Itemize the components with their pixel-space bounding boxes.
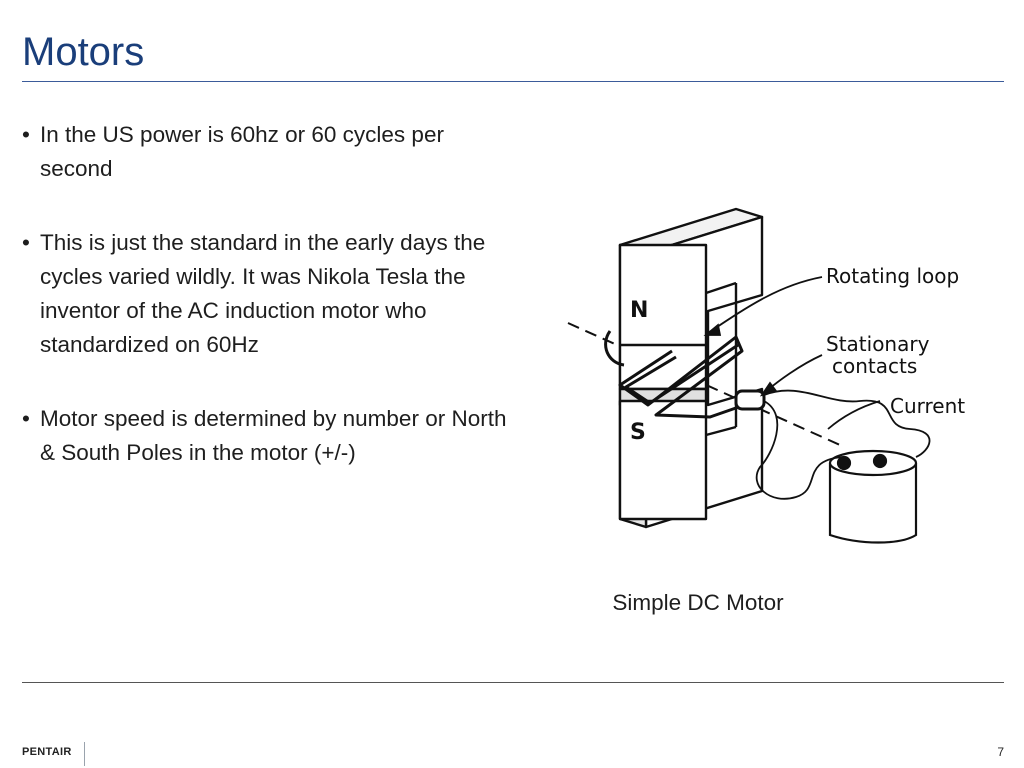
current-wires (755, 389, 931, 500)
logo-separator (84, 742, 85, 766)
title-divider (22, 81, 1004, 82)
north-pole-label: N (630, 298, 648, 323)
rotating-loop (604, 330, 766, 419)
bullet-item: This is just the standard in the early d… (22, 226, 512, 362)
pentair-logo: PENTAIR (22, 746, 72, 758)
south-pole-label: S (630, 420, 646, 445)
footer-divider (22, 682, 1004, 683)
bullet-list: In the US power is 60hz or 60 cycles per… (22, 118, 512, 510)
stationary-contacts-label-line2: contacts (832, 354, 917, 378)
callout-arrows (703, 276, 881, 430)
rotating-loop-label: Rotating loop (826, 264, 959, 288)
bullet-item: In the US power is 60hz or 60 cycles per… (22, 118, 512, 186)
dc-motor-diagram: N S Rotating loop Stationary contacts Cu… (567, 207, 965, 544)
magnet (618, 207, 764, 529)
bullet-item: Motor speed is determined by number or N… (22, 402, 512, 470)
stationary-contacts-label-line1: Stationary (826, 332, 930, 356)
slide-title: Motors (22, 30, 145, 74)
rotation-axis (567, 322, 841, 446)
page-number: 7 (997, 745, 1004, 759)
figure-caption: Simple DC Motor (612, 590, 784, 615)
current-label: Current (890, 394, 965, 418)
battery (828, 449, 918, 544)
